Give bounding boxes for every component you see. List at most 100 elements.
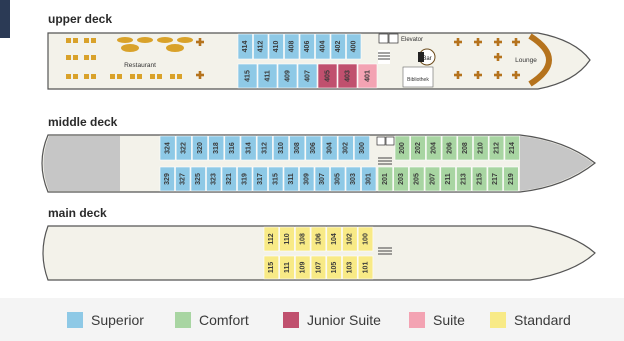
cabin-300[interactable]: 300 (354, 135, 370, 161)
cabin-311[interactable]: 311 (283, 166, 299, 192)
cabin-309[interactable]: 309 (299, 166, 315, 192)
cabin-404[interactable]: 404 (315, 33, 331, 60)
cabin-308[interactable]: 308 (289, 135, 306, 161)
cabin-200[interactable]: 200 (394, 135, 410, 161)
lounge-chair-icon (454, 38, 462, 46)
cabin-401[interactable]: 401 (357, 63, 378, 89)
cabin-312[interactable]: 312 (256, 135, 273, 161)
cabin-400[interactable]: 400 (346, 33, 362, 60)
cabin-103[interactable]: 103 (342, 255, 358, 280)
cabin-104[interactable]: 104 (326, 226, 342, 252)
cabin-number: 204 (431, 142, 438, 154)
cabin-305[interactable]: 305 (330, 166, 346, 192)
cabin-102[interactable]: 102 (342, 226, 358, 252)
cabin-403[interactable]: 403 (337, 63, 358, 89)
cabin-325[interactable]: 325 (190, 166, 206, 192)
cabin-box (175, 166, 191, 192)
cabin-box (252, 166, 268, 192)
cabin-number: 202 (415, 142, 422, 154)
cabin-215[interactable]: 215 (471, 166, 488, 192)
cabin-402[interactable]: 402 (330, 33, 346, 60)
cabin-415[interactable]: 415 (237, 63, 258, 89)
cabin-322[interactable]: 322 (175, 135, 192, 161)
dining-table-icon (66, 55, 78, 60)
cabin-207[interactable]: 207 (424, 166, 441, 192)
cabin-number: 410 (273, 41, 280, 53)
cabin-100[interactable]: 100 (357, 226, 374, 252)
cabin-314[interactable]: 314 (240, 135, 257, 161)
cabin-number: 213 (461, 173, 468, 185)
cabin-box (314, 166, 330, 192)
cabin-410[interactable]: 410 (268, 33, 284, 60)
cabin-number: 207 (429, 173, 436, 185)
cabin-405[interactable]: 405 (317, 63, 338, 89)
cabin-318[interactable]: 318 (208, 135, 225, 161)
cabin-303[interactable]: 303 (345, 166, 361, 192)
cabin-407[interactable]: 407 (297, 63, 318, 89)
cabin-106[interactable]: 106 (310, 226, 327, 252)
cabin-box (337, 63, 358, 89)
cabin-321[interactable]: 321 (221, 166, 237, 192)
cabin-box (283, 166, 299, 192)
cabin-320[interactable]: 320 (192, 135, 208, 161)
cabin-324[interactable]: 324 (159, 135, 176, 161)
cabin-number: 305 (335, 173, 342, 185)
cabin-213[interactable]: 213 (456, 166, 472, 192)
cabin-306[interactable]: 306 (305, 135, 322, 161)
cabin-408[interactable]: 408 (284, 33, 300, 60)
cabin-310[interactable]: 310 (273, 135, 289, 161)
cabin-box (357, 255, 374, 280)
cabin-307[interactable]: 307 (314, 166, 330, 192)
cabin-323[interactable]: 323 (206, 166, 222, 192)
cabin-109[interactable]: 109 (295, 255, 311, 280)
cabin-327[interactable]: 327 (175, 166, 191, 192)
dining-table-icon (84, 74, 96, 79)
cabin-box (268, 33, 284, 60)
cabin-302[interactable]: 302 (337, 135, 354, 161)
cabin-212[interactable]: 212 (488, 135, 505, 161)
cabin-box (279, 226, 295, 252)
lounge-chair-icon (512, 38, 520, 46)
cabin-105[interactable]: 105 (326, 255, 342, 280)
cabin-box (305, 135, 322, 161)
cabin-box (206, 166, 222, 192)
cabin-301[interactable]: 301 (361, 166, 377, 192)
cabin-201[interactable]: 201 (377, 166, 393, 192)
cabin-number: 320 (197, 142, 204, 154)
cabin-409[interactable]: 409 (277, 63, 298, 89)
cabin-304[interactable]: 304 (321, 135, 338, 161)
cabin-111[interactable]: 111 (279, 255, 295, 280)
cabin-219[interactable]: 219 (503, 166, 519, 192)
cabin-315[interactable]: 315 (268, 166, 284, 192)
legend-label: Comfort (199, 312, 249, 328)
cabin-203[interactable]: 203 (393, 166, 409, 192)
cabin-319[interactable]: 319 (237, 166, 253, 192)
cabin-112[interactable]: 112 (263, 226, 279, 252)
cabin-208[interactable]: 208 (457, 135, 473, 161)
cabin-box (330, 166, 346, 192)
cabin-217[interactable]: 217 (487, 166, 503, 192)
cabin-202[interactable]: 202 (410, 135, 426, 161)
cabin-box (487, 166, 503, 192)
cabin-329[interactable]: 329 (159, 166, 175, 192)
cabin-316[interactable]: 316 (224, 135, 241, 161)
cabin-206[interactable]: 206 (441, 135, 458, 161)
cabin-205[interactable]: 205 (409, 166, 425, 192)
cabin-214[interactable]: 214 (504, 135, 520, 161)
cabin-317[interactable]: 317 (252, 166, 268, 192)
cabin-412[interactable]: 412 (253, 33, 269, 60)
cabin-box (273, 135, 289, 161)
cabin-box (377, 166, 393, 192)
cabin-115[interactable]: 115 (263, 255, 279, 280)
cabin-110[interactable]: 110 (279, 226, 295, 252)
cabin-411[interactable]: 411 (257, 63, 278, 89)
cabin-211[interactable]: 211 (440, 166, 456, 192)
cabin-204[interactable]: 204 (426, 135, 442, 161)
cabin-101[interactable]: 101 (357, 255, 374, 280)
cabin-406[interactable]: 406 (299, 33, 315, 60)
cabin-210[interactable]: 210 (473, 135, 489, 161)
cabin-107[interactable]: 107 (310, 255, 327, 280)
cabin-box (441, 135, 458, 161)
cabin-414[interactable]: 414 (237, 33, 253, 60)
cabin-108[interactable]: 108 (295, 226, 311, 252)
